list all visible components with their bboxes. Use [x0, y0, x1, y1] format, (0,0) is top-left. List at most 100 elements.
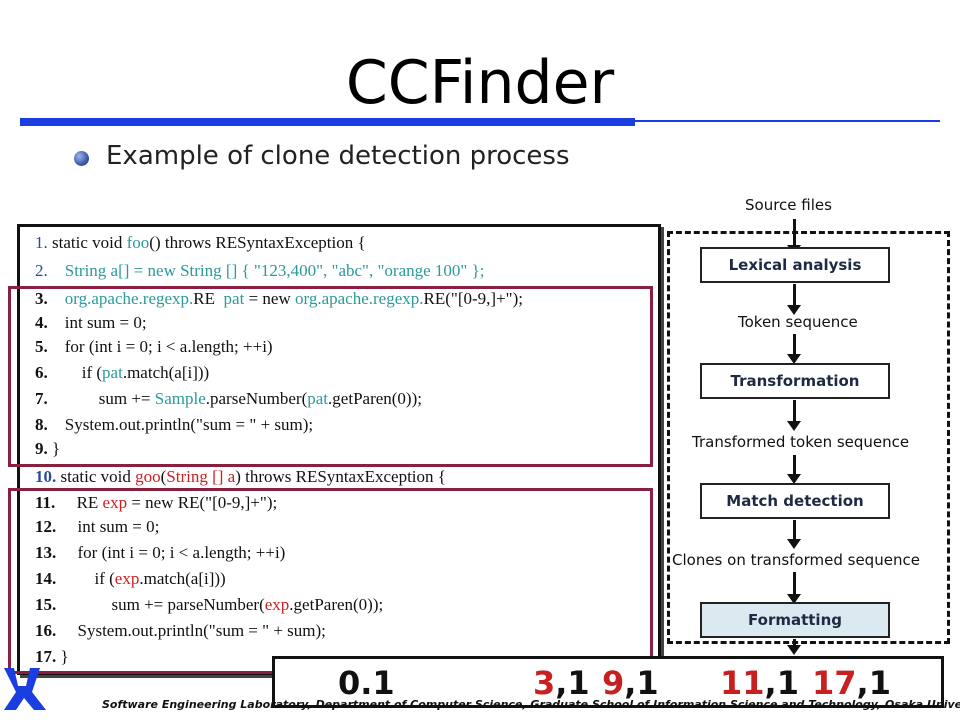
- code-line: 15. sum += parseNumber(exp.getParen(0));: [35, 595, 383, 615]
- code-line-number: 15.: [35, 595, 57, 614]
- code-line: 7. sum += Sample.parseNumber(pat.getPare…: [35, 389, 422, 409]
- code-line: 10. static void goo(String [] a) throws …: [35, 467, 446, 487]
- clone-highlight-1: [8, 286, 653, 467]
- code-token: org.apache.regexp.: [294, 289, 424, 308]
- code-line: 5. for (int i = 0; i < a.length; ++i): [35, 337, 273, 357]
- code-line: 16. System.out.println("sum = " + sum);: [35, 621, 326, 641]
- code-token: ) throws RESyntaxException {: [235, 467, 446, 486]
- code-token: pat: [307, 389, 329, 408]
- result-entry: 3,1: [533, 664, 590, 702]
- code-line-number: 14.: [35, 569, 57, 588]
- code-line: 2. String a[] = new String [] { "123,400…: [35, 261, 485, 281]
- code-token: .getParen(0));: [289, 595, 384, 614]
- flow-step-lexical: Lexical analysis: [700, 247, 890, 283]
- code-token: (: [160, 467, 167, 486]
- flow-arrow: [787, 334, 801, 364]
- code-line-number: 5.: [35, 337, 48, 356]
- flow-arrow: [787, 219, 801, 255]
- code-line: 1. static void foo() throws RESyntaxExce…: [35, 233, 366, 253]
- code-token: }: [47, 439, 61, 458]
- code-token: System.out.println("sum = " + sum);: [47, 415, 314, 434]
- code-line-number: 9.: [35, 439, 48, 458]
- footer-text: Software Engineering Laboratory, Departm…: [102, 698, 960, 711]
- code-token: for (int i = 0; i < a.length; ++i): [47, 337, 273, 356]
- code-panel: 1. static void foo() throws RESyntaxExce…: [17, 224, 661, 675]
- code-line: 3. org.apache.regexp.RE pat = new org.ap…: [35, 289, 523, 309]
- flow-step-match: Match detection: [700, 483, 890, 519]
- code-token: exp: [264, 595, 290, 614]
- code-line-number: 1.: [35, 233, 48, 252]
- flow-step-transformation: Transformation: [700, 363, 890, 399]
- code-line: 11. RE exp = new RE("[0-9,]+");: [35, 493, 277, 513]
- code-line-number: 11.: [35, 493, 56, 512]
- flow-label-transformed: Transformed token sequence: [692, 433, 910, 451]
- result-bar: 0.1 3,1 9,1 11,1 17,1: [272, 656, 944, 708]
- code-token: Sample: [154, 389, 206, 408]
- code-token: int sum = 0;: [47, 313, 147, 332]
- code-line: 6. if (pat.match(a[i])): [35, 363, 209, 383]
- result-entry: 9,1: [602, 664, 659, 702]
- code-line: 17. }: [35, 647, 69, 667]
- code-line: 13. for (int i = 0; i < a.length; ++i): [35, 543, 285, 563]
- bullet-icon: [74, 151, 89, 166]
- code-token: for (int i = 0; i < a.length; ++i): [56, 543, 286, 562]
- code-token: = new: [244, 289, 295, 308]
- title-rule-thick: [20, 118, 635, 126]
- code-token: RE("[0-9,]+");: [423, 289, 523, 308]
- code-token: int sum = 0;: [56, 517, 160, 536]
- code-token: org.apache.regexp.: [47, 289, 194, 308]
- code-token: pat: [223, 289, 245, 308]
- code-line: 14. if (exp.match(a[i])): [35, 569, 226, 589]
- code-token: static void: [47, 233, 127, 252]
- code-token: System.out.println("sum = " + sum);: [56, 621, 326, 640]
- code-line-number: 2.: [35, 261, 48, 280]
- flow-arrow: [787, 455, 801, 484]
- lab-logo-icon: [4, 668, 46, 710]
- code-line-number: 7.: [35, 389, 48, 408]
- process-flow-region: [667, 231, 950, 644]
- flow-arrow: [787, 520, 801, 549]
- code-token: RE: [55, 493, 103, 512]
- flow-arrow: [787, 572, 801, 604]
- code-token: sum +=: [47, 389, 155, 408]
- code-token: sum += parseNumber(: [56, 595, 265, 614]
- code-token: if (: [56, 569, 115, 588]
- code-token: = new RE("[0-9,]+");: [127, 493, 278, 512]
- code-line: 9. }: [35, 439, 60, 459]
- code-line-number: 3.: [35, 289, 48, 308]
- code-token: RE: [193, 289, 224, 308]
- bullet-text: Example of clone detection process: [106, 141, 570, 171]
- code-token: .parseNumber(: [205, 389, 308, 408]
- code-token: exp: [102, 493, 128, 512]
- code-line-number: 12.: [35, 517, 57, 536]
- code-line-number: 16.: [35, 621, 57, 640]
- code-token: .getParen(0));: [328, 389, 422, 408]
- flow-arrow: [787, 284, 801, 315]
- code-token: () throws RESyntaxException {: [149, 233, 366, 252]
- code-token: goo: [135, 467, 161, 486]
- result-entry: 11,1: [720, 664, 799, 702]
- code-token: String [] a: [166, 467, 236, 486]
- slide-title: CCFinder: [345, 48, 615, 118]
- code-line-number: 4.: [35, 313, 48, 332]
- clone-highlight-2: [8, 488, 653, 674]
- code-line-number: 10.: [35, 467, 57, 486]
- code-token: foo: [126, 233, 150, 252]
- code-line: 8. System.out.println("sum = " + sum);: [35, 415, 313, 435]
- code-line-number: 17.: [35, 647, 57, 666]
- flow-arrow: [787, 400, 801, 431]
- code-line: 4. int sum = 0;: [35, 313, 147, 333]
- code-token: if (: [47, 363, 103, 382]
- result-entry: 0.1: [338, 664, 395, 702]
- code-line: 12. int sum = 0;: [35, 517, 159, 537]
- code-token: static void: [56, 467, 136, 486]
- title-rule-thin: [635, 120, 940, 122]
- flow-label-clones: Clones on transformed sequence: [672, 551, 920, 569]
- code-token: String a[] = new String [] { "123,400", …: [47, 261, 485, 280]
- flow-label-token: Token sequence: [738, 313, 858, 331]
- code-token: }: [56, 647, 69, 666]
- code-line-number: 13.: [35, 543, 57, 562]
- flow-step-formatting: Formatting: [700, 602, 890, 638]
- code-line-number: 6.: [35, 363, 48, 382]
- code-token: .match(a[i])): [122, 363, 210, 382]
